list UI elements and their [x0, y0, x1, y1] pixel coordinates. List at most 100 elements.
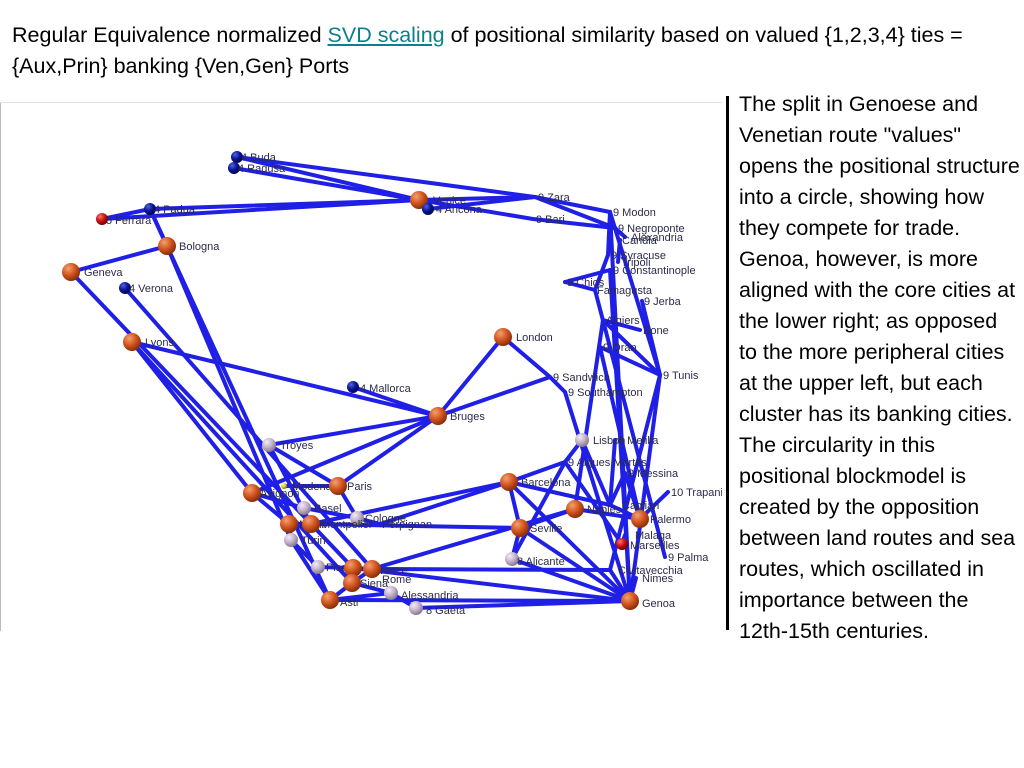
node-label-ragusa: 4 Ragusa — [238, 163, 286, 175]
edge-rome-naples — [370, 507, 577, 571]
edge-alicante-genoa — [510, 557, 632, 603]
node-label-lyons: Lyons — [145, 337, 174, 349]
node-oran: 9 Oran — [603, 342, 637, 354]
node-alicante: 8 Alicante — [505, 552, 565, 568]
node-label-geneva: Geneva — [84, 267, 123, 279]
edge-zara-negroponte — [533, 195, 617, 230]
node-label-aigues: 9 Aigues Mortes — [568, 457, 647, 469]
edge-gaeta-genoa — [414, 599, 632, 610]
node-turin: Turin — [284, 533, 326, 547]
node-label-chios: 9 Chios — [567, 277, 605, 289]
node-label-famagusta: Famagusta — [597, 285, 653, 297]
node-label-messina: 9 Messina — [628, 468, 679, 480]
node-marker-marseilles — [616, 538, 628, 550]
node-label-nimes: Nimes — [642, 573, 674, 585]
edge-southampton-genoa — [563, 390, 632, 603]
node-constantinople: 9 Constantinople — [613, 265, 696, 277]
edge-verona-rome — [123, 286, 374, 571]
edge-aigues-marseilles — [563, 460, 624, 546]
node-ragusa: 4 Ragusa — [228, 162, 286, 175]
node-marker-ragusa — [228, 162, 240, 174]
node-barcelona: Barcelona — [500, 473, 571, 491]
node-marker-gaeta — [409, 601, 423, 615]
node-label-venice: Venice — [433, 195, 466, 207]
node-palermo: Palermo — [631, 510, 691, 528]
node-venice: Venice — [410, 191, 466, 209]
node-label-palermo: Palermo — [650, 514, 691, 526]
node-label-cagliari: Cagliari — [622, 500, 659, 512]
node-malaga: Malaga — [635, 530, 672, 542]
edge-melilla-cagliari — [608, 438, 617, 507]
node-marker-venice — [410, 191, 428, 209]
node-marker-alicante — [505, 552, 519, 566]
node-label-siena: Siena — [360, 578, 389, 590]
node-label-southampton: 9 Southampton — [568, 387, 643, 399]
node-lyons: Lyons — [123, 333, 174, 351]
diagram-frame-top — [0, 102, 722, 103]
node-label-marseilles: Marseilles — [630, 540, 680, 552]
node-label-padua: 4 Padua — [154, 204, 196, 216]
edge-florence-genoa — [351, 566, 632, 603]
node-label-sandwich: 9 Sandwich — [553, 372, 610, 384]
node-label-melilla: 9 Melilla — [618, 435, 659, 447]
svd-scaling-link[interactable]: SVD scaling — [327, 23, 445, 47]
node-marker-siena — [343, 574, 361, 592]
edge-zara-modon — [533, 195, 612, 214]
node-label-paris: Paris — [347, 481, 373, 493]
node-marker-alessandria — [384, 586, 398, 600]
node-modon: 9 Modon — [613, 207, 656, 219]
node-marker-milan — [280, 515, 298, 533]
node-label-ancona: 4 Ancona — [436, 204, 483, 216]
node-lisbon: Lisbon — [575, 433, 625, 447]
description-text: The split in Genoese and Venetian route … — [739, 92, 1020, 643]
edge-venice-bari — [417, 198, 535, 221]
edge-lyons-siena — [130, 340, 354, 585]
node-marker-mallorca — [347, 381, 359, 393]
edge-rome-civitavecchia — [370, 567, 612, 572]
node-label-trapani: 10 Trapani — [671, 487, 722, 499]
node-label-seville: Seville — [530, 523, 562, 535]
edge-geneva-bologna — [69, 244, 169, 274]
node-marker-basel — [297, 501, 311, 515]
node-label-civitavecchia: Civitavecchia — [618, 565, 684, 577]
edge-montpelier-seville — [309, 522, 522, 530]
node-messina: 9 Messina — [628, 468, 679, 480]
edge-messina-cagliari — [608, 471, 627, 507]
node-label-alicante: 8 Alicante — [517, 556, 565, 568]
node-marker-ancona — [422, 203, 434, 215]
title-text-start: Regular Equivalence normalized — [12, 23, 328, 47]
node-civitavecchia: Civitavecchia — [618, 565, 684, 577]
node-syracuse: 9 Syracuse — [611, 250, 666, 262]
node-sandwich: 9 Sandwich — [553, 372, 610, 384]
node-label-bologna: Bologna — [179, 241, 220, 253]
node-marker-buda — [231, 151, 243, 163]
edge-bruges-paris — [336, 414, 440, 488]
node-mallorca: 4 Mallorca — [347, 381, 412, 395]
node-label-mallorca: 4 Mallorca — [360, 383, 412, 395]
edge-lisbon-cagliari — [580, 438, 612, 507]
node-marker-turin — [284, 533, 298, 547]
node-label-candia: Candia — [622, 235, 658, 247]
edge-bruges-mallorca — [351, 385, 440, 418]
edge-turin-asti — [289, 538, 332, 602]
node-label-constantinople: 9 Constantinople — [613, 265, 696, 277]
node-trapani: 10 Trapani — [671, 487, 722, 499]
node-label-bari: 9 Bari — [536, 214, 565, 226]
node-marker-padua — [144, 203, 156, 215]
node-label-turin: Turin — [301, 535, 326, 547]
edge-avignon-basel — [250, 491, 306, 510]
edge-lyons-avignon — [130, 340, 254, 495]
title-text-end: of positional similarity based on valued… — [12, 23, 963, 78]
edge-lyons-bruges — [130, 340, 440, 418]
edge-chios-famagusta — [563, 280, 597, 292]
node-marker-lisbon — [575, 433, 589, 447]
node-label-lisbon: Lisbon — [593, 435, 625, 447]
node-padua: 4 Padua — [144, 203, 196, 216]
node-label-oran: 9 Oran — [603, 342, 637, 354]
node-label-negroponte: 9 Negroponte — [618, 223, 685, 235]
edge-padua-asti — [148, 207, 332, 602]
node-label-syracuse: 9 Syracuse — [611, 250, 666, 262]
node-bruges: Bruges — [429, 407, 485, 425]
edge-barcelona-aigues — [507, 460, 567, 484]
